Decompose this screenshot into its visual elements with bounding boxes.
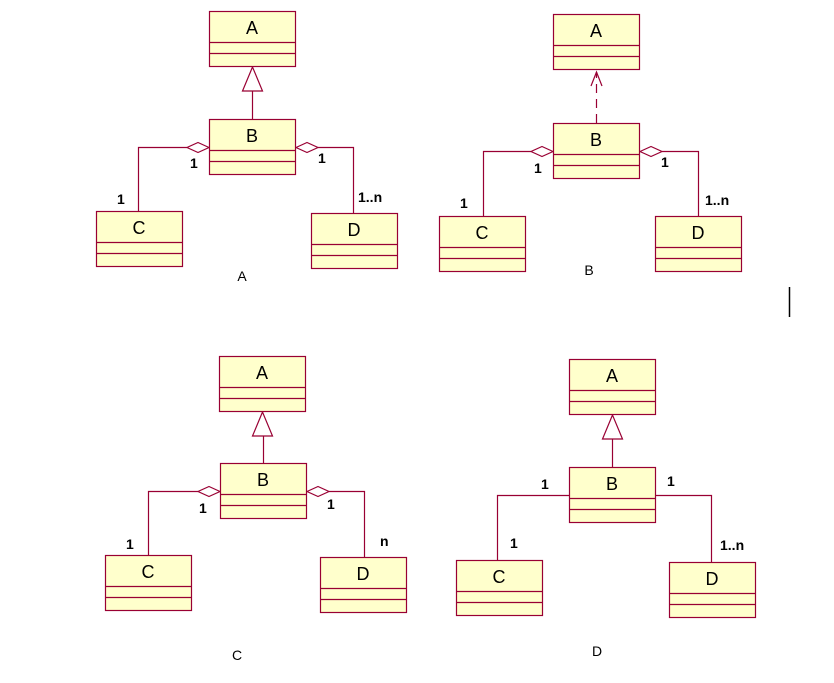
class-box-frame	[104, 554, 193, 612]
class-name: B	[246, 126, 258, 146]
class-box-frame	[438, 215, 527, 273]
class-c-box[interactable]: C	[95, 210, 184, 268]
class-c-box[interactable]: C	[438, 215, 527, 273]
class-a-box[interactable]: A	[568, 358, 657, 416]
dependency-arrow-icon	[590, 70, 603, 87]
multiplicity-label: 1	[541, 476, 549, 492]
class-box-frame	[568, 358, 657, 416]
multiplicity-label: 1	[117, 191, 125, 207]
class-name: D	[348, 220, 361, 240]
class-a-box[interactable]: A	[218, 355, 307, 413]
association-line-b-d	[329, 490, 366, 557]
aggregation-diamond-icon	[185, 141, 211, 154]
option-caption: A	[237, 268, 247, 284]
generalization-arrow-icon	[251, 410, 274, 437]
class-name: B	[590, 130, 602, 150]
aggregation-diamond-icon	[305, 485, 331, 498]
association-line-b-d	[318, 146, 355, 213]
multiplicity-label: 1	[661, 154, 669, 170]
class-box-frame	[310, 212, 399, 270]
class-box-frame	[668, 561, 757, 619]
association-line-b-d	[656, 494, 713, 562]
multiplicity-label: 1	[667, 473, 675, 489]
generalization-arrow-icon	[601, 413, 624, 440]
multiplicity-label: 1..n	[358, 189, 382, 205]
class-box-frame	[552, 122, 641, 180]
class-box-frame	[219, 462, 308, 520]
class-name: A	[606, 366, 618, 386]
class-box-frame	[319, 556, 408, 614]
class-name: B	[606, 474, 618, 494]
association-line-b-c	[496, 494, 569, 560]
class-d-box[interactable]: D	[310, 212, 399, 270]
class-d-box[interactable]: D	[654, 215, 743, 273]
class-name: C	[493, 567, 506, 587]
class-name: B	[257, 470, 269, 490]
multiplicity-label: 1..n	[720, 537, 744, 553]
multiplicity-label: n	[380, 533, 389, 549]
multiplicity-label: 1	[510, 535, 518, 551]
aggregation-diamond-icon	[638, 145, 664, 158]
class-name: A	[590, 21, 602, 41]
class-a-box[interactable]: A	[208, 10, 297, 68]
class-box-frame	[95, 210, 184, 268]
class-box-frame	[455, 559, 544, 617]
class-b-box[interactable]: B	[568, 466, 657, 524]
association-line-b-d	[662, 150, 700, 216]
aggregation-diamond-icon	[294, 141, 320, 154]
class-name: D	[706, 569, 719, 589]
class-box-frame	[568, 466, 657, 524]
multiplicity-label: 1	[126, 536, 134, 552]
option-caption: D	[592, 643, 602, 659]
class-d-box[interactable]: D	[668, 561, 757, 619]
class-box-frame	[218, 355, 307, 413]
class-name: C	[142, 562, 155, 582]
diagram-c: A B C D 1 1 1 nC	[104, 355, 408, 663]
class-c-box[interactable]: C	[455, 559, 544, 617]
multiplicity-label: 1..n	[705, 192, 729, 208]
class-b-box[interactable]: B	[219, 462, 308, 520]
class-b-box[interactable]: B	[552, 122, 641, 180]
class-b-box[interactable]: B	[208, 118, 297, 176]
class-name: C	[133, 218, 146, 238]
class-box-frame	[654, 215, 743, 273]
multiplicity-label: 1	[534, 160, 542, 176]
class-box-frame	[208, 10, 297, 68]
multiplicity-label: 1	[190, 155, 198, 171]
class-c-box[interactable]: C	[104, 554, 193, 612]
association-line-b-c	[137, 146, 187, 211]
association-line-b-c	[147, 490, 198, 555]
option-caption: C	[232, 647, 242, 663]
multiplicity-label: 1	[327, 496, 335, 512]
aggregation-diamond-icon	[196, 485, 222, 498]
multiplicity-label: 1	[460, 195, 468, 211]
class-name: C	[476, 223, 489, 243]
multiplicity-label: 1	[199, 500, 207, 516]
class-d-box[interactable]: D	[319, 556, 408, 614]
aggregation-diamond-icon	[529, 145, 555, 158]
class-name: D	[692, 223, 705, 243]
association-line-b-c	[482, 150, 531, 216]
class-name: D	[357, 564, 370, 584]
class-box-frame	[208, 118, 297, 176]
class-a-box[interactable]: A	[552, 13, 641, 71]
class-name: A	[256, 363, 268, 383]
class-box-frame	[552, 13, 641, 71]
option-caption: B	[584, 262, 593, 278]
multiplicity-label: 1	[318, 150, 326, 166]
generalization-arrow-icon	[241, 65, 264, 92]
class-name: A	[246, 18, 258, 38]
